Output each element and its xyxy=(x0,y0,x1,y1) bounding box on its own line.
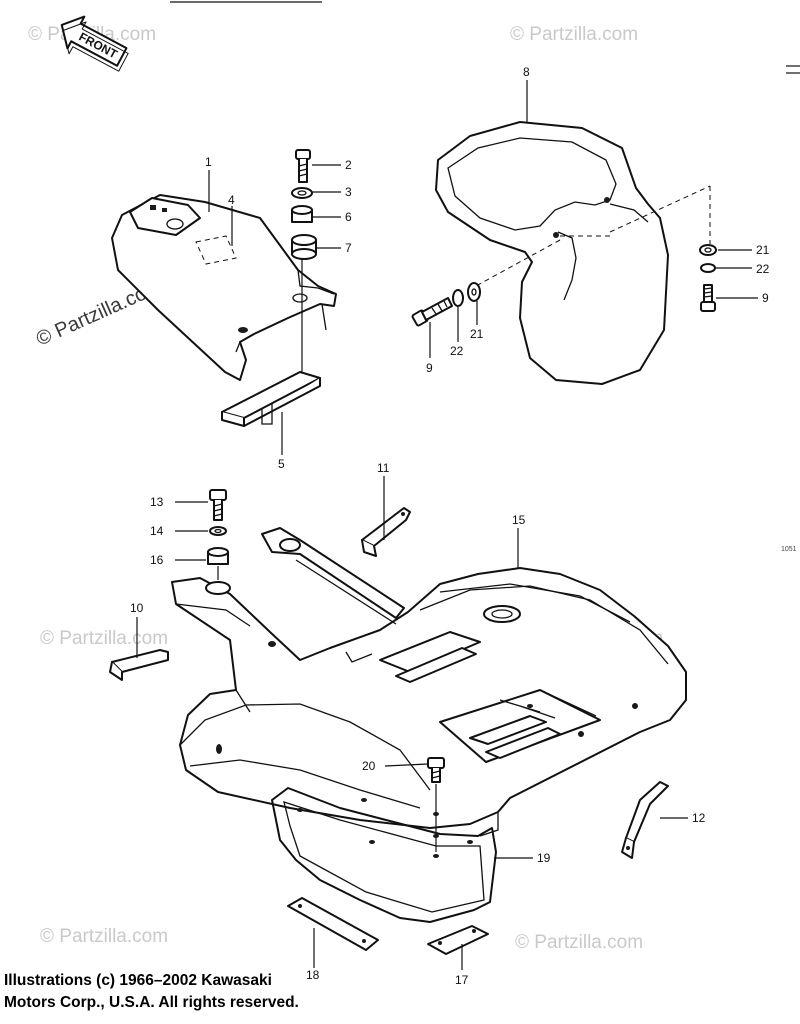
callout-21-right: 21 xyxy=(756,243,770,257)
callout-14: 14 xyxy=(150,524,164,538)
callout-11: 11 xyxy=(377,461,390,475)
copyright-notice: Illustrations (c) 1966–2002 Kawasaki Mot… xyxy=(4,970,299,1014)
callout-9-left: 9 xyxy=(426,361,433,375)
part-22-lockwasher-left xyxy=(452,289,464,307)
callout-3: 3 xyxy=(345,185,352,199)
part-21-washer-right xyxy=(699,244,717,256)
callout-17: 17 xyxy=(455,973,469,987)
callout-18: 18 xyxy=(306,968,320,982)
part-1-front-cover xyxy=(111,194,337,381)
watermark: © Partzilla.com xyxy=(510,24,638,45)
part-6-collar xyxy=(291,205,313,223)
callout-2: 2 xyxy=(345,158,352,172)
part-3-washer xyxy=(291,187,313,199)
part-12-stay xyxy=(621,781,669,859)
part-18-plate xyxy=(287,897,379,951)
part-11-stay xyxy=(361,507,411,557)
copyright-line-1: Illustrations (c) 1966–2002 Kawasaki xyxy=(4,972,272,989)
part-13-bolt xyxy=(209,489,227,521)
callout-9-right: 9 xyxy=(762,291,769,305)
callout-7: 7 xyxy=(345,241,352,255)
part-17-plate xyxy=(427,925,489,955)
watermark: © Partzilla.com xyxy=(40,628,168,649)
copyright-line-2: Motors Corp., U.S.A. All rights reserved… xyxy=(4,994,299,1011)
part-7-grommet xyxy=(291,234,317,260)
callout-4: 4 xyxy=(228,193,235,207)
leader-lines xyxy=(136,80,758,970)
callout-6: 6 xyxy=(345,210,352,224)
part-9-bolt-right xyxy=(700,284,716,312)
callout-21-left: 21 xyxy=(470,327,484,341)
part-2-bolt xyxy=(295,149,311,183)
callout-13: 13 xyxy=(150,495,164,509)
callout-10: 10 xyxy=(130,601,144,615)
part-8-seat xyxy=(435,121,669,385)
callout-20: 20 xyxy=(362,759,376,773)
callout-8: 8 xyxy=(523,65,530,79)
callout-15: 15 xyxy=(512,513,526,527)
callout-16: 16 xyxy=(150,553,164,567)
callout-1: 1 xyxy=(205,155,212,169)
callout-labels: 1 2 3 4 5 6 7 8 9 9 10 11 12 13 14 15 16… xyxy=(130,65,770,987)
part-frame-stay xyxy=(261,527,405,625)
part-19-mud-flap xyxy=(271,787,497,923)
part-5-bracket xyxy=(221,371,321,427)
callout-5: 5 xyxy=(278,457,285,471)
callout-22-right: 22 xyxy=(756,262,770,276)
part-20-bolt xyxy=(427,757,445,783)
part-22-lockwasher-right xyxy=(700,263,716,273)
part-16-collar xyxy=(207,547,229,565)
callout-19: 19 xyxy=(537,851,551,865)
diagram-code: 1051 xyxy=(781,546,797,553)
callout-12: 12 xyxy=(692,811,706,825)
part-21-washer-left xyxy=(467,282,481,302)
watermark: © Partzilla.com xyxy=(40,926,168,947)
callout-22-left: 22 xyxy=(450,344,464,358)
part-14-washer xyxy=(209,526,227,536)
part-9-bolt-left xyxy=(411,297,453,327)
part-15-rear-fender xyxy=(171,567,687,837)
part-10-bracket xyxy=(109,649,169,681)
watermark: © Partzilla.com xyxy=(515,932,643,953)
